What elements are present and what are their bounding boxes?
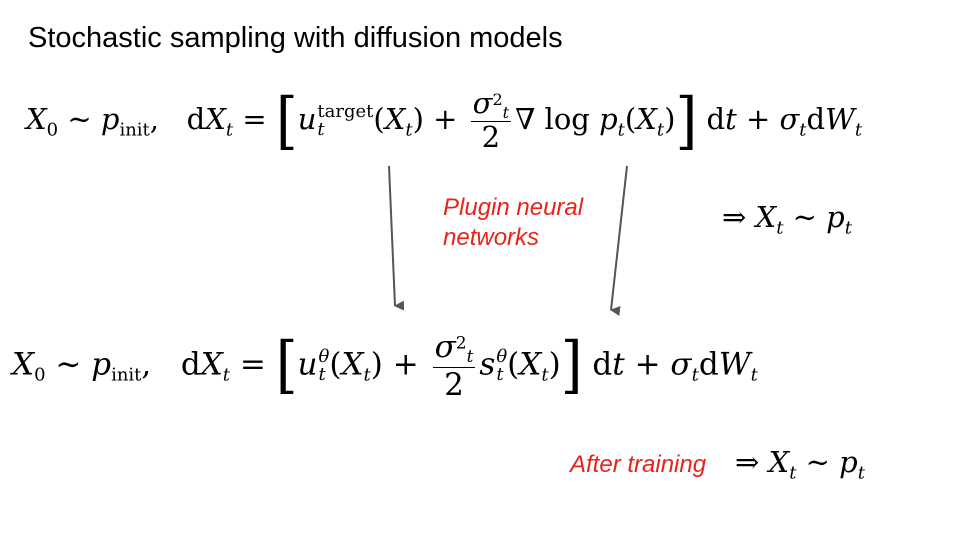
arrow-right	[610, 165, 628, 316]
result-top: ⇒ Xt ∼ pt	[722, 200, 852, 239]
slide-title: Stochastic sampling with diffusion model…	[28, 22, 563, 54]
plugin-annotation-line1: Plugin neural	[443, 194, 584, 221]
after-training-annotation: After training	[570, 451, 707, 478]
plugin-annotation-line2: networks	[443, 224, 540, 251]
result-bottom: ⇒ Xt ∼ pt	[735, 445, 865, 484]
plugin-annotation: Plugin neural networks	[443, 193, 583, 253]
arrow-left	[388, 165, 405, 311]
